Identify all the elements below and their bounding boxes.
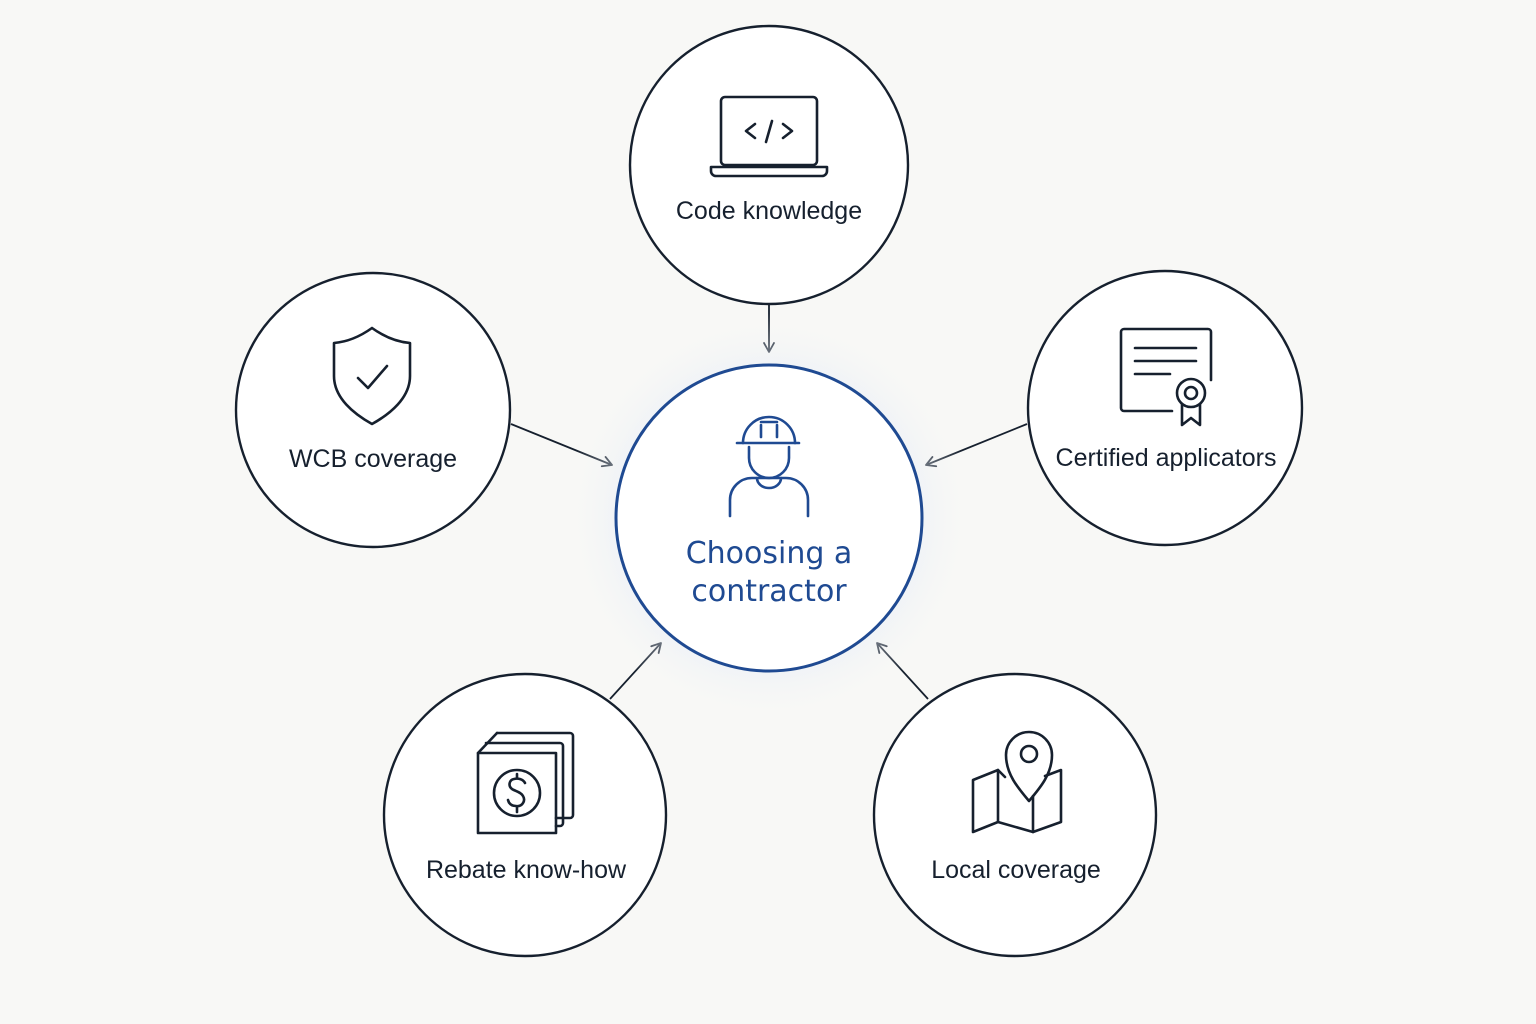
node-certified-applicators: Certified applicators [1026,269,1304,547]
node-ring [1026,269,1304,547]
center-label-line1: Choosing a [686,536,853,571]
shield-check-icon [332,326,412,426]
center-node: Choosing a contractor [564,313,974,723]
node-rebate-know-how: Rebate know-how [382,672,668,958]
node-label-local: Local coverage [931,856,1101,884]
map-pin-icon [971,730,1063,834]
worker-hardhat-icon [728,415,810,518]
node-label-wcb: WCB coverage [289,445,457,473]
node-ring [234,271,512,549]
node-wcb-coverage: WCB coverage [234,271,512,549]
center-ring [614,363,924,673]
node-ring [872,672,1158,958]
laptop-code-icon [709,95,829,178]
certificate-icon [1119,327,1213,427]
dollar-document-icon [476,731,575,835]
node-label-code: Code knowledge [676,197,862,225]
node-code-knowledge: Code knowledge [628,24,910,306]
node-label-rebate: Rebate know-how [426,856,627,884]
node-local-coverage: Local coverage [872,672,1158,958]
node-label-certified: Certified applicators [1056,444,1277,472]
center-label-line2: contractor [691,574,847,609]
